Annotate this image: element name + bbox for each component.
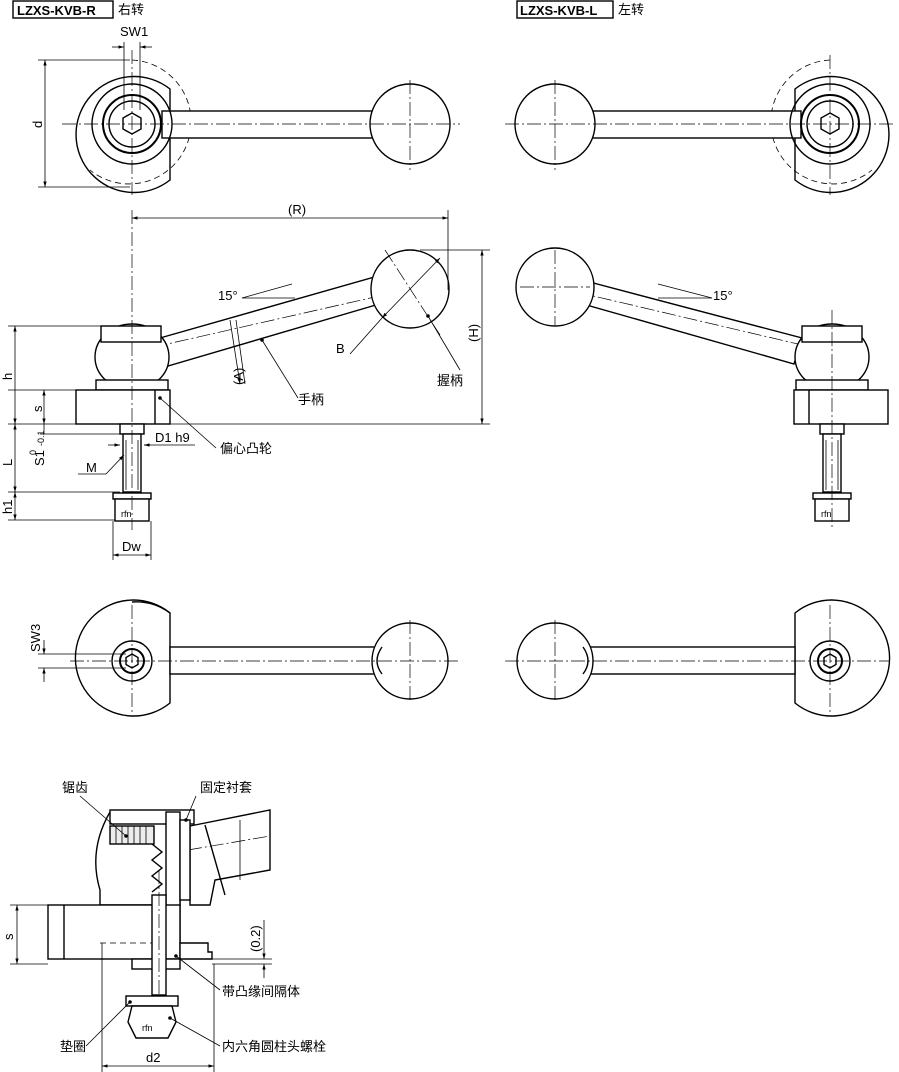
bottom-view-right: SW3 (28, 599, 458, 717)
dim-A: (A) (231, 368, 246, 385)
angle-right: 15° (218, 288, 238, 303)
callout-bolt: 内六角圆柱头螺栓 (222, 1039, 326, 1055)
title-right-model: LZXS-KVB-R 右转 (12, 0, 144, 19)
dim-h: h (0, 373, 15, 380)
dim-D1h9: D1 h9 (155, 430, 190, 445)
callout-serration: 锯齿 (62, 781, 88, 796)
dim-s1-lower: -0.1 (36, 430, 46, 446)
dim-s-detail: s (1, 933, 16, 940)
side-view-left: rfn 15° (515, 247, 889, 530)
dim-Dw: Dw (122, 539, 141, 554)
svg-text:rfn: rfn (121, 509, 132, 519)
section-detail: rfn s (0.2) d2 锯齿 固定衬套 带凸缘间隔体 垫圈 内六角圆柱头螺… (1, 780, 326, 1072)
dim-M: M (86, 460, 97, 475)
callout-washer: 垫圈 (60, 1039, 86, 1055)
dim-R: (R) (288, 202, 306, 217)
dim-d: d (30, 121, 45, 128)
bottom-view-left (505, 599, 891, 717)
dim-H: (H) (466, 324, 481, 342)
side-view-right: rfn (R) (H) 15° (A) B 手柄 握柄 偏心凸轮 (0, 202, 490, 560)
dim-s1: S1 (32, 450, 47, 466)
dim-d2: d2 (146, 1050, 160, 1065)
dim-s1-upper: 0 (28, 450, 38, 455)
dim-sw1: SW1 (120, 24, 148, 39)
svg-text:rfn: rfn (142, 1023, 153, 1033)
title-left-model: LZXS-KVB-L 左转 (516, 0, 644, 19)
model-code-right: LZXS-KVB-R (17, 3, 96, 18)
dim-s: s (30, 405, 45, 412)
callout-handle: 手柄 (298, 393, 324, 408)
callout-spacer: 带凸缘间隔体 (222, 985, 300, 1000)
dim-sw3: SW3 (28, 624, 43, 652)
callout-bushing: 固定衬套 (200, 780, 252, 796)
callout-cam: 偏心凸轮 (220, 442, 272, 457)
dim-L: L (0, 459, 15, 466)
callout-grip: 握柄 (437, 374, 463, 389)
model-code-left: LZXS-KVB-L (520, 3, 597, 18)
direction-right: 右转 (118, 3, 144, 18)
dim-0-2: (0.2) (248, 925, 263, 952)
top-view-right: SW1 d (30, 24, 460, 195)
svg-text:rfn: rfn (821, 509, 832, 519)
top-view-left (505, 55, 895, 195)
dim-h1: h1 (0, 500, 15, 514)
angle-left: 15° (713, 288, 733, 303)
dim-B: B (336, 341, 345, 356)
direction-left: 左转 (618, 3, 644, 18)
